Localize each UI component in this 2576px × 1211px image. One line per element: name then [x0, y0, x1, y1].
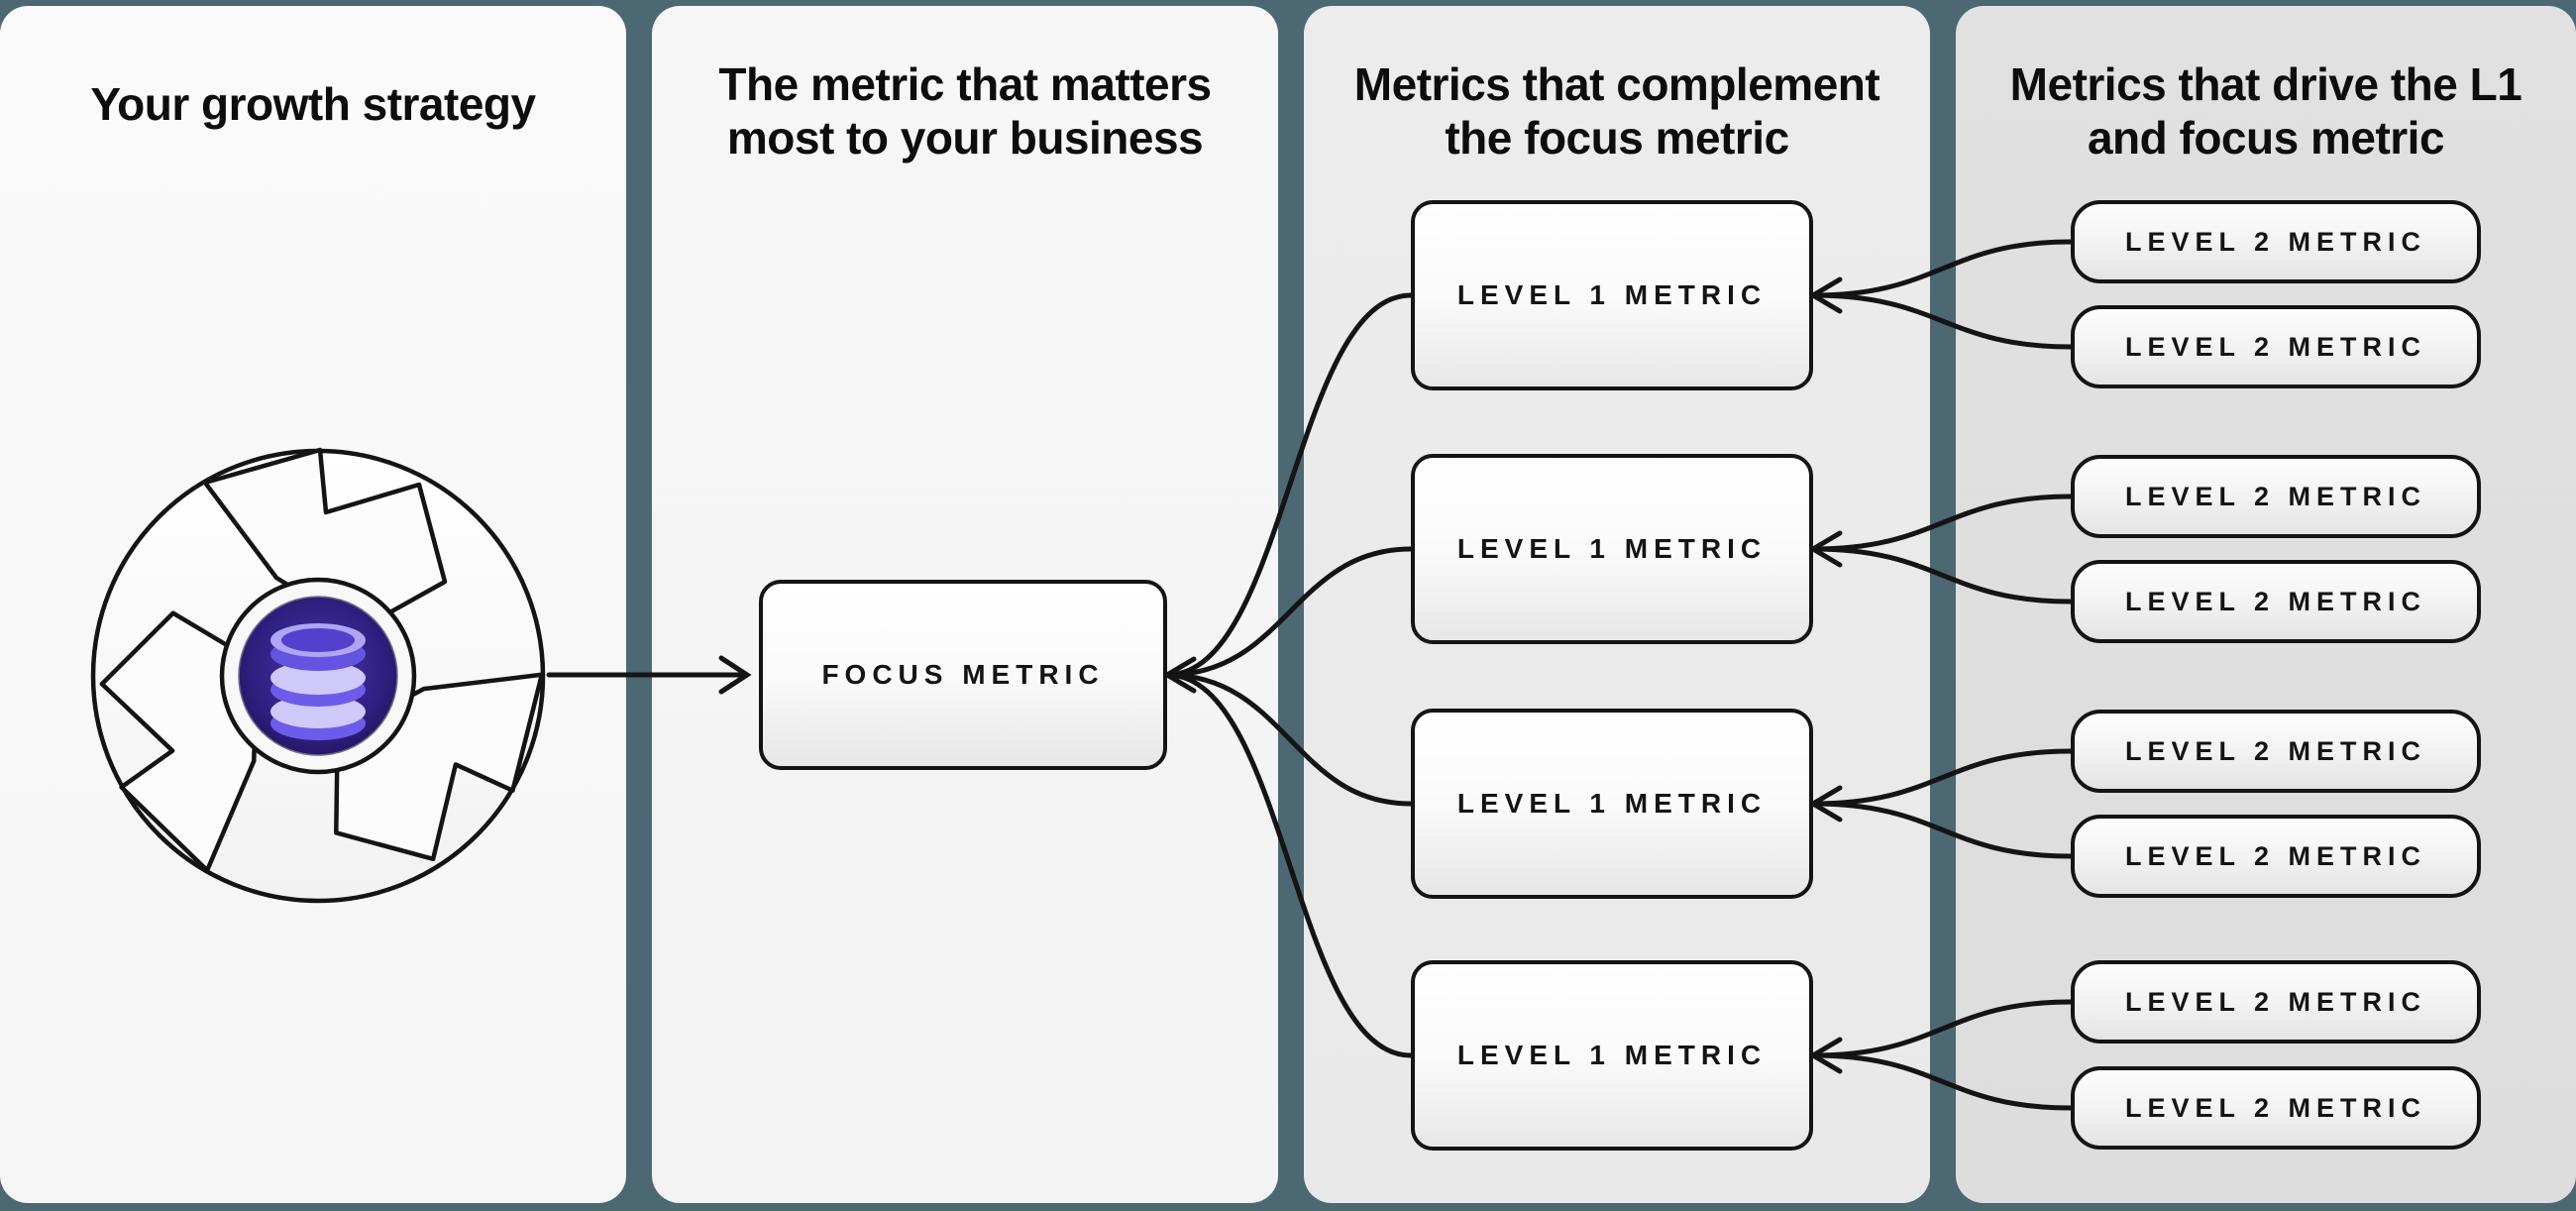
level-2-metric-label: LEVEL 2 METRIC	[2124, 1092, 2427, 1123]
arrowhead-icon	[1808, 530, 1843, 568]
curve-level1-to-level2	[1810, 239, 2074, 298]
arrowhead-icon	[1808, 785, 1843, 823]
level-2-metric-label: LEVEL 2 METRIC	[2124, 481, 2427, 511]
panel-focus-metric: The metric that matters most to your bus…	[652, 6, 1278, 1203]
level-2-metric-label: LEVEL 2 METRIC	[2124, 226, 2427, 257]
panel-title-line: most to your business	[726, 112, 1204, 164]
level-1-metric-label: LEVEL 1 METRIC	[1456, 1040, 1768, 1070]
arrowhead-icon	[718, 655, 752, 695]
curve-level1-to-level2	[1810, 748, 2074, 807]
flywheel-database-icon	[90, 447, 546, 904]
panel-title-line: The metric that matters	[718, 58, 1212, 110]
panel-title-line: Metrics that complement	[1353, 58, 1880, 110]
database-icon	[270, 623, 366, 740]
level-2-metric-node: LEVEL 2 METRIC	[2071, 200, 2481, 283]
arrowhead-icon	[1808, 1037, 1843, 1074]
focus-metric-node: FOCUS METRIC	[759, 580, 1167, 770]
panel-title-line: the focus metric	[1445, 112, 1789, 164]
panel-title: Your growth strategy	[0, 77, 626, 131]
level-2-metric-node: LEVEL 2 METRIC	[2071, 560, 2481, 643]
level-2-metric-label: LEVEL 2 METRIC	[2124, 735, 2427, 766]
arrowhead-icon	[1808, 276, 1843, 314]
level-2-metric-node: LEVEL 2 METRIC	[2071, 305, 2481, 388]
level-1-metric-node: LEVEL 1 METRIC	[1411, 200, 1813, 390]
curve-level1-to-level2	[1810, 1052, 2074, 1111]
curve-level1-to-level2	[1810, 494, 2074, 552]
curve-focus-to-level1	[1164, 672, 1414, 1058]
panel-title: The metric that matters most to your bus…	[652, 57, 1278, 165]
level-2-metric-node: LEVEL 2 METRIC	[2071, 455, 2481, 538]
level-1-metric-label: LEVEL 1 METRIC	[1456, 533, 1768, 564]
arrowhead-icon	[1162, 656, 1197, 694]
panel-title-line: Metrics that drive the L1	[2009, 58, 2522, 110]
panel-title: Metrics that drive the L1 and focus metr…	[1956, 57, 2576, 165]
level-2-metric-node: LEVEL 2 METRIC	[2071, 710, 2481, 793]
panel-title: Metrics that complement the focus metric	[1304, 57, 1930, 165]
curve-focus-to-level1	[1164, 292, 1414, 678]
level-2-metric-label: LEVEL 2 METRIC	[2124, 986, 2427, 1017]
level-2-metric-node: LEVEL 2 METRIC	[2071, 815, 2481, 898]
curve-focus-to-level1	[1164, 546, 1414, 678]
level-1-metric-node: LEVEL 1 METRIC	[1411, 454, 1813, 644]
level-1-metric-node: LEVEL 1 METRIC	[1411, 960, 1813, 1151]
curve-level1-to-level2	[1810, 999, 2074, 1058]
level-2-metric-label: LEVEL 2 METRIC	[2124, 331, 2427, 362]
panel-title-line: Your growth strategy	[90, 78, 536, 130]
curve-level1-to-level2	[1810, 292, 2074, 350]
focus-metric-label: FOCUS METRIC	[821, 659, 1105, 690]
level-1-metric-node: LEVEL 1 METRIC	[1411, 709, 1813, 899]
level-2-metric-node: LEVEL 2 METRIC	[2071, 960, 2481, 1044]
panel-title-line: and focus metric	[2087, 112, 2445, 164]
curve-level1-to-level2	[1810, 546, 2074, 605]
level-1-metric-label: LEVEL 1 METRIC	[1456, 788, 1768, 819]
level-2-metric-label: LEVEL 2 METRIC	[2124, 840, 2427, 871]
level-2-metric-label: LEVEL 2 METRIC	[2124, 586, 2427, 616]
level-2-metric-node: LEVEL 2 METRIC	[2071, 1066, 2481, 1150]
curve-level1-to-level2	[1810, 801, 2074, 859]
level-1-metric-label: LEVEL 1 METRIC	[1456, 279, 1768, 310]
curve-focus-to-level1	[1164, 672, 1414, 807]
